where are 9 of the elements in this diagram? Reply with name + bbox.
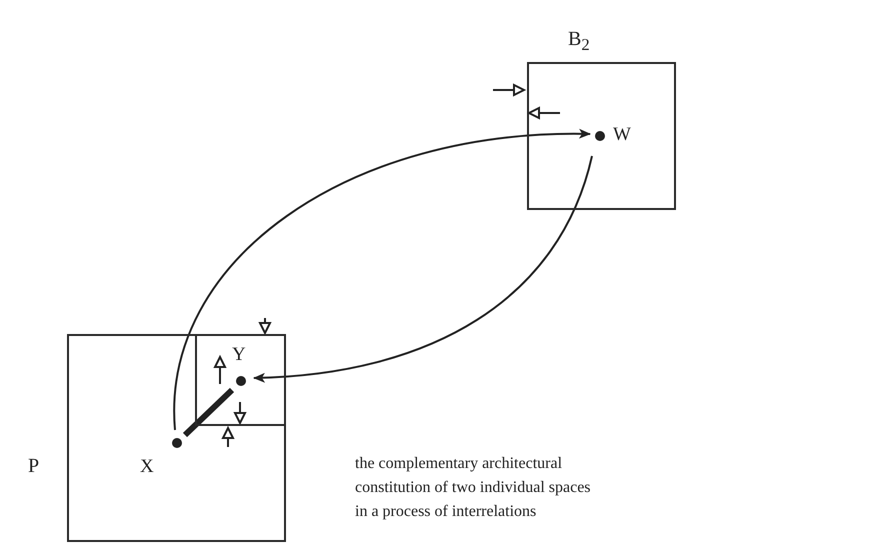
connecting-line <box>182 388 234 438</box>
curved-arrow <box>174 129 591 430</box>
box-label: P <box>28 455 40 477</box>
point-label: Y <box>232 345 246 365</box>
point-label: X <box>140 457 154 477</box>
point-label: W <box>613 125 631 145</box>
box-label: B$_{2}$ <box>568 28 590 56</box>
caption-note: the complementary architectural constitution of two individual spaces in a process of interrelations <box>355 454 592 522</box>
curved-arrow <box>253 156 593 382</box>
